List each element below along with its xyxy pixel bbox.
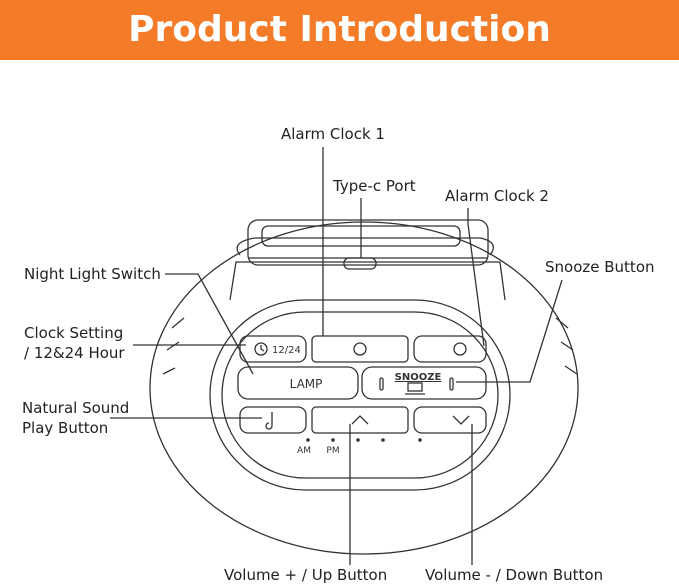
front-panel-inner <box>221 311 499 479</box>
label-snooze-button: Snooze Button <box>545 258 655 276</box>
alarm-1-icon <box>353 342 367 356</box>
natural-sound-button <box>239 406 307 434</box>
page-title: Product Introduction <box>128 9 551 50</box>
label-typec-port: Type-c Port <box>333 177 416 195</box>
lamp-button <box>237 366 359 400</box>
music-note-icon <box>265 412 273 430</box>
alarm-2-icon <box>453 342 467 356</box>
lamp-label: LAMP <box>290 377 323 391</box>
volume-up-button <box>311 406 409 434</box>
am-label: AM <box>297 446 311 456</box>
clock-icon <box>254 342 268 356</box>
volume-down-button <box>413 406 487 434</box>
label-alarm-clock-2: Alarm Clock 2 <box>445 187 549 205</box>
typec-port-icon <box>343 257 377 270</box>
clock-setting-button <box>239 335 307 363</box>
label-alarm-clock-1: Alarm Clock 1 <box>281 125 385 143</box>
label-night-light-switch: Night Light Switch <box>24 265 161 283</box>
label-clock-setting-1: Clock Setting <box>24 324 124 342</box>
label-clock-setting-2: / 12&24 Hour <box>24 344 125 362</box>
front-panel-outer <box>209 299 511 491</box>
label-volume-down: Volume - / Down Button <box>425 566 604 584</box>
leader-night-light <box>165 273 254 375</box>
alarm-2-button <box>413 335 487 363</box>
leader-alarm-2 <box>467 208 485 347</box>
snooze-label: SNOOZE <box>395 372 442 383</box>
speaker-housing <box>247 219 489 266</box>
device-outer-body <box>149 221 579 555</box>
snooze-icon <box>407 382 423 392</box>
device-diagram: 12/24 LAMP SNOOZE AM PM <box>110 147 579 565</box>
device-top-outline <box>236 237 494 256</box>
alarm-1-button <box>311 335 409 363</box>
label-natural-sound-1: Natural Sound <box>22 399 130 417</box>
pm-label: PM <box>326 446 339 456</box>
clock-format-label: 12/24 <box>272 345 301 356</box>
chevron-up-icon <box>351 415 369 425</box>
device-neck <box>229 261 506 301</box>
leader-snooze <box>456 279 563 383</box>
chevron-down-icon <box>452 415 470 425</box>
label-volume-up: Volume + / Up Button <box>224 566 388 584</box>
snooze-button <box>361 366 487 400</box>
label-natural-sound-2: Play Button <box>22 419 109 437</box>
header-banner <box>0 0 679 60</box>
